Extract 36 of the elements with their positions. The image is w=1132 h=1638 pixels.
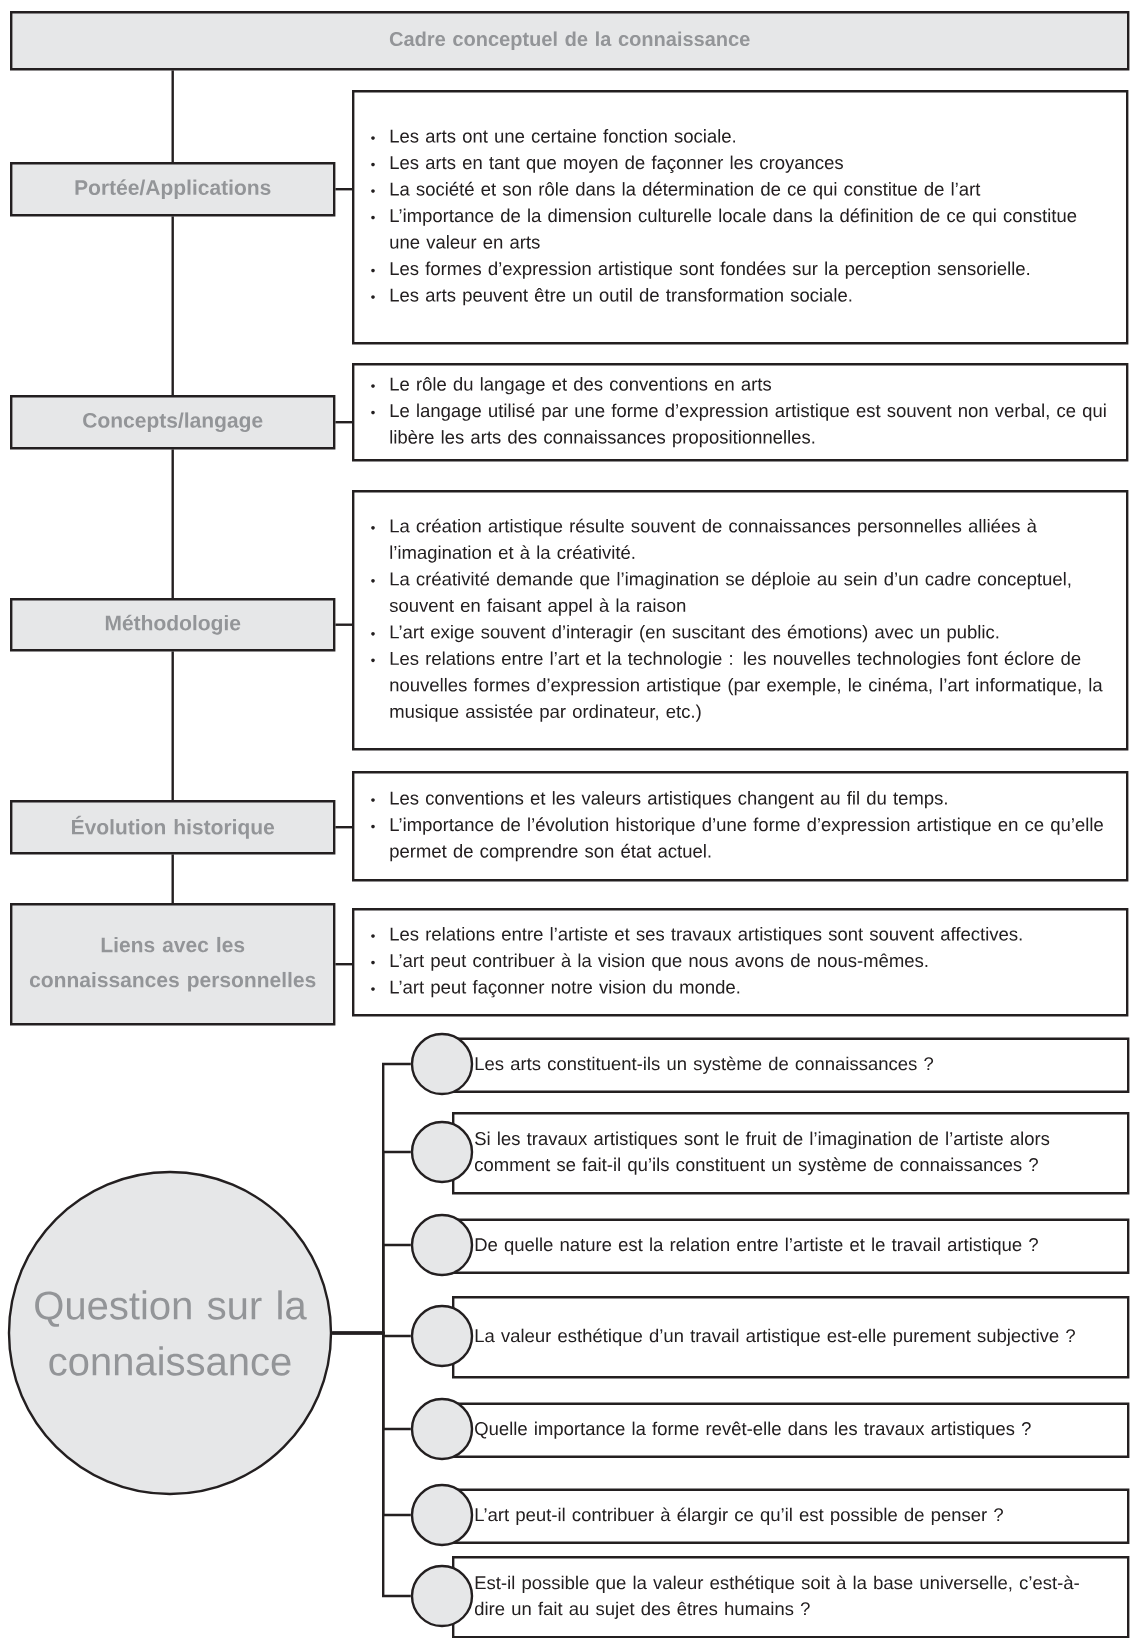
question-box: Est-il possible que la valeur esthétique soit à la base universelle, c’est-à-dire un fait au sujet des êtres humains ? xyxy=(452,1556,1130,1638)
connector-line xyxy=(335,421,353,424)
circle-marker xyxy=(410,1213,474,1277)
category-box: Portée/Applications xyxy=(10,162,336,217)
circle-marker xyxy=(410,1304,474,1368)
circle-marker xyxy=(410,1483,474,1547)
bullet-list-box: Le rôle du langage et des conventions en arts Le langage utilisé par une forme d’expression artistique est souvent non verbal, ce qui libère les arts des connaissances propositionnelles. xyxy=(352,363,1129,462)
title-box: Cadre conceptuel de la connaissance xyxy=(10,11,1130,71)
question-box: Si les travaux artistiques sont le fruit de l’imagination de l’artiste alors comment se fait-il qu’ils constituent un système de connaissances ? xyxy=(452,1112,1130,1195)
circle-marker xyxy=(410,1032,474,1096)
connector-line xyxy=(171,854,174,903)
circle-marker xyxy=(410,1120,474,1184)
connector-line xyxy=(171,216,174,395)
question-box: Les arts constituent-ils un système de connaissances ? xyxy=(452,1037,1130,1093)
question-box: La valeur esthétique d’un travail artistique est-elle purement subjective ? xyxy=(452,1296,1130,1379)
question-box: L’art peut-il contribuer à élargir ce qu’il est possible de penser ? xyxy=(452,1488,1130,1544)
connector-line xyxy=(171,70,174,162)
circle-marker xyxy=(410,1397,474,1461)
connector-line xyxy=(335,623,353,626)
question-box: Quelle importance la forme revêt-elle dans les travaux artistiques ? xyxy=(452,1402,1130,1458)
bullet-list-box: Les arts ont une certaine fonction sociale. Les arts en tant que moyen de façonner les croyances La société et son rôle dans la détermination de ce qui constitue de l’art L’importance de la dimension culturelle locale dans la définition de ce qui constitue une valeur en arts Les formes d’expression artistique sont fondées sur la perception sensorielle. Les arts peuvent être un outil de transformation sociale. xyxy=(352,90,1129,345)
category-box: Concepts/langage xyxy=(10,395,336,450)
bullet-list-box: La création artistique résulte souvent de connaissances personnelles alliées à l’imagination et à la créativité. La créativité demande que l’imagination se déploie au sein d’un cadre conceptuel, souvent en faisant appel à la raison L’art exige souvent d’interagir (en suscitant des émotions) avec un public. Les relations entre l’art et la technologie : les nouvelles technologies font éclore de nouvelles formes d’expression artistique (par exemple, le cinéma, l’art informatique, la musique assistée par ordinateur, etc.) xyxy=(352,490,1129,751)
category-box: Méthodologie xyxy=(10,598,336,652)
question-box: De quelle nature est la relation entre l’artiste et le travail artistique ? xyxy=(452,1218,1130,1274)
connector-line xyxy=(332,1331,411,1598)
connector-line xyxy=(335,826,353,829)
connector-line xyxy=(171,651,174,800)
category-box: Évolution historique xyxy=(10,800,336,855)
category-box: Liens avec les connaissances personnelles xyxy=(10,903,336,1026)
circle-marker xyxy=(410,1564,474,1628)
bullet-list-box: Les conventions et les valeurs artistiques changent au fil du temps. L’importance de l’évolution historique d’une forme d’expression artistique en ce qu’elle permet de comprendre son état actuel. xyxy=(352,771,1129,882)
connector-line xyxy=(335,963,353,966)
connector-line xyxy=(335,188,353,191)
bullet-list-box: Les relations entre l’artiste et ses travaux artistiques sont souvent affectives. L’art peut contribuer à la vision que nous avons de nous-mêmes. L’art peut façonner notre vision du monde. xyxy=(352,908,1129,1017)
connector-line xyxy=(171,449,174,598)
